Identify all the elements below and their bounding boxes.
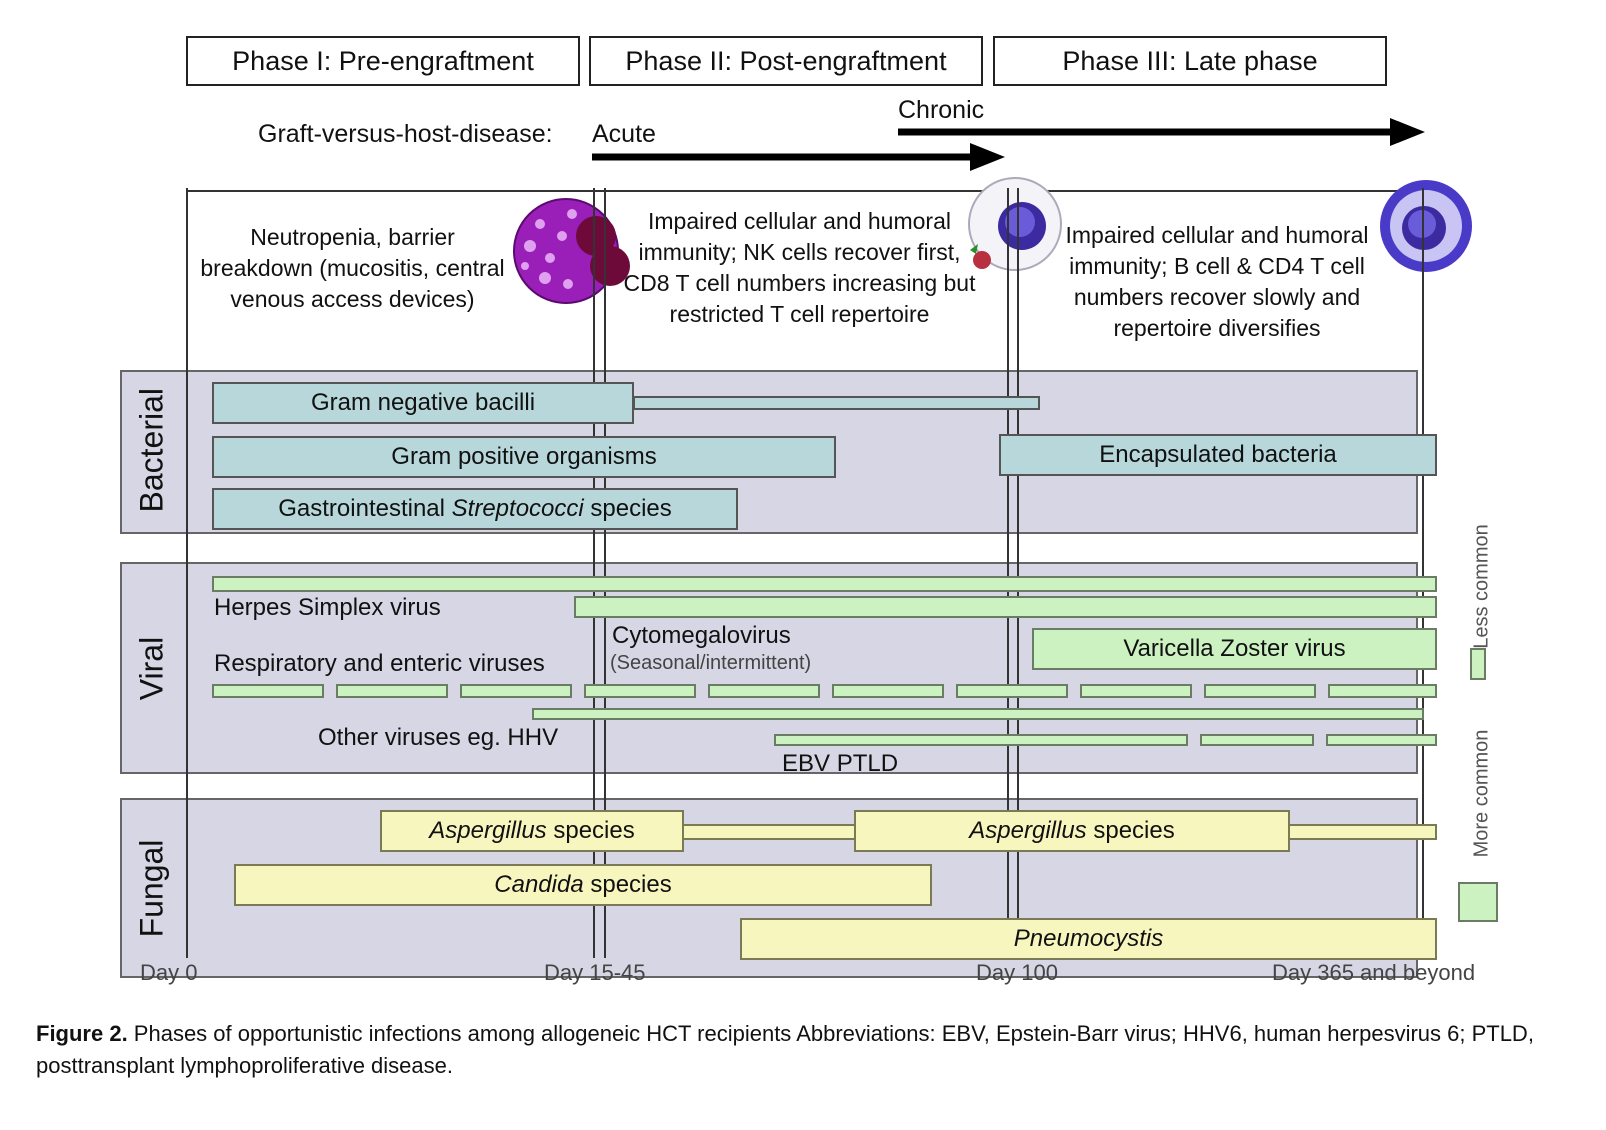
phase-1-label: Phase I: Pre-engraftment	[232, 45, 534, 76]
respiratory-segment	[460, 684, 572, 698]
phase-2-description: Impaired cellular and humoral immunity; …	[623, 208, 976, 327]
gi-strep-suffix: species	[583, 495, 672, 522]
viral-band-label: Viral	[133, 636, 170, 701]
respiratory-segment	[708, 684, 820, 698]
fungal-band-label: Fungal	[133, 839, 170, 938]
tick-day100: Day 100	[976, 960, 1058, 985]
respiratory-segment	[1080, 684, 1192, 698]
candida-bar: Candida species	[234, 864, 932, 906]
lymphocyte-cell-icon	[968, 177, 1062, 271]
legend-more-common: More common	[1470, 729, 1493, 858]
vzv-bar: Varicella Zoster virus	[1032, 628, 1437, 670]
chronic-arrow	[898, 118, 1425, 146]
gram-positive-bar: Gram positive organisms	[212, 436, 836, 478]
caption-text: Phases of opportunistic infections among…	[36, 1021, 1541, 1078]
hsv-bar	[212, 576, 1437, 592]
acute-arrow	[592, 143, 1005, 171]
phase-3-description: Impaired cellular and humoral immunity; …	[1065, 222, 1369, 341]
gvhd-label: Graft-versus-host-disease:	[258, 120, 553, 148]
gvhd-chronic-label: Chronic	[898, 96, 985, 124]
aspergillus-early-suffix: species	[546, 817, 635, 844]
neutrophil-cell-icon	[513, 198, 630, 304]
day100-line-a	[1007, 188, 1009, 958]
tick-day0: Day 0	[140, 960, 198, 985]
phase-1-header: Phase I: Pre-engraftment	[186, 36, 580, 86]
gi-streptococci-bar: Gastrointestinal Streptococci species	[212, 488, 738, 530]
encapsulated-bacteria-bar: Encapsulated bacteria	[999, 434, 1437, 476]
day0-line	[186, 188, 188, 958]
tick-day365: Day 365 and beyond	[1272, 960, 1476, 985]
aspergillus-early-italic: Aspergillus	[429, 817, 547, 844]
aspergillus-late-bar: Aspergillus species	[854, 810, 1290, 852]
cmv-seasonal-label: (Seasonal/intermittent)	[610, 652, 812, 674]
aspergillus-late-suffix: species	[1086, 817, 1175, 844]
phase-2-label: Phase II: Post-engraftment	[625, 45, 947, 76]
legend-less-swatch	[1470, 648, 1486, 680]
cmv-bar	[574, 596, 1437, 618]
gram-negative-tail-bar	[633, 396, 1040, 410]
respiratory-segment	[1328, 684, 1437, 698]
caption-label: Figure 2.	[36, 1021, 128, 1046]
respiratory-segment	[832, 684, 944, 698]
tick-day15: Day 15-45	[544, 960, 646, 985]
candida-suffix: species	[583, 871, 672, 898]
ebv-ptld-segment	[774, 734, 1188, 746]
day365-line	[1422, 188, 1424, 958]
legend-more-swatch	[1458, 882, 1498, 922]
respiratory-segment	[336, 684, 448, 698]
gvhd-acute-label: Acute	[592, 120, 656, 148]
respiratory-segment	[584, 684, 696, 698]
phase-1-description: Neutropenia, barrier breakdown (mucositi…	[200, 224, 505, 312]
respiratory-segment	[212, 684, 324, 698]
b-cell-icon	[1380, 180, 1472, 272]
ebv-ptld-segment	[1200, 734, 1314, 746]
respiratory-segment	[1204, 684, 1316, 698]
bacterial-band-label: Bacterial	[133, 388, 170, 513]
vzv-label: Varicella Zoster virus	[1123, 635, 1346, 662]
gvhd-arrows	[592, 118, 1425, 171]
aspergillus-late-italic: Aspergillus	[969, 817, 1087, 844]
aspergillus-early-bar: Aspergillus species	[380, 810, 684, 852]
candida-italic: Candida	[494, 871, 584, 898]
gi-strep-prefix: Gastrointestinal	[278, 495, 452, 522]
phase-2-header: Phase II: Post-engraftment	[589, 36, 983, 86]
cmv-label: Cytomegalovirus	[612, 622, 791, 649]
hsv-label: Herpes Simplex virus	[214, 594, 441, 621]
gi-strep-italic: Streptococci	[451, 495, 584, 522]
pneumocystis-label: Pneumocystis	[1013, 925, 1164, 952]
encapsulated-label: Encapsulated bacteria	[1099, 441, 1337, 468]
day100-line-b	[1017, 188, 1019, 958]
gram-negative-label: Gram negative bacilli	[310, 389, 536, 416]
legend-less-common: Less common	[1470, 524, 1493, 649]
aspergillus-tail-bar	[1288, 824, 1437, 840]
other-viruses-label: Other viruses eg. HHV	[318, 724, 559, 751]
day15-line-a	[593, 188, 595, 958]
phase-3-header: Phase III: Late phase	[993, 36, 1387, 86]
other-viruses-bar	[532, 708, 1424, 720]
day15-line-b	[604, 188, 606, 958]
respiratory-label: Respiratory and enteric viruses	[214, 650, 545, 677]
phase-3-label: Phase III: Late phase	[1062, 45, 1318, 76]
aspergillus-connector-bar	[682, 824, 856, 840]
gram-positive-label: Gram positive organisms	[391, 443, 657, 470]
ebv-ptld-label: EBV PTLD	[782, 750, 899, 777]
gram-negative-bar: Gram negative bacilli	[212, 382, 634, 424]
ebv-ptld-segment	[1326, 734, 1437, 746]
pneumocystis-bar: Pneumocystis	[740, 918, 1437, 960]
respiratory-segment	[956, 684, 1068, 698]
figure-caption: Figure 2. Phases of opportunistic infect…	[36, 1018, 1566, 1082]
